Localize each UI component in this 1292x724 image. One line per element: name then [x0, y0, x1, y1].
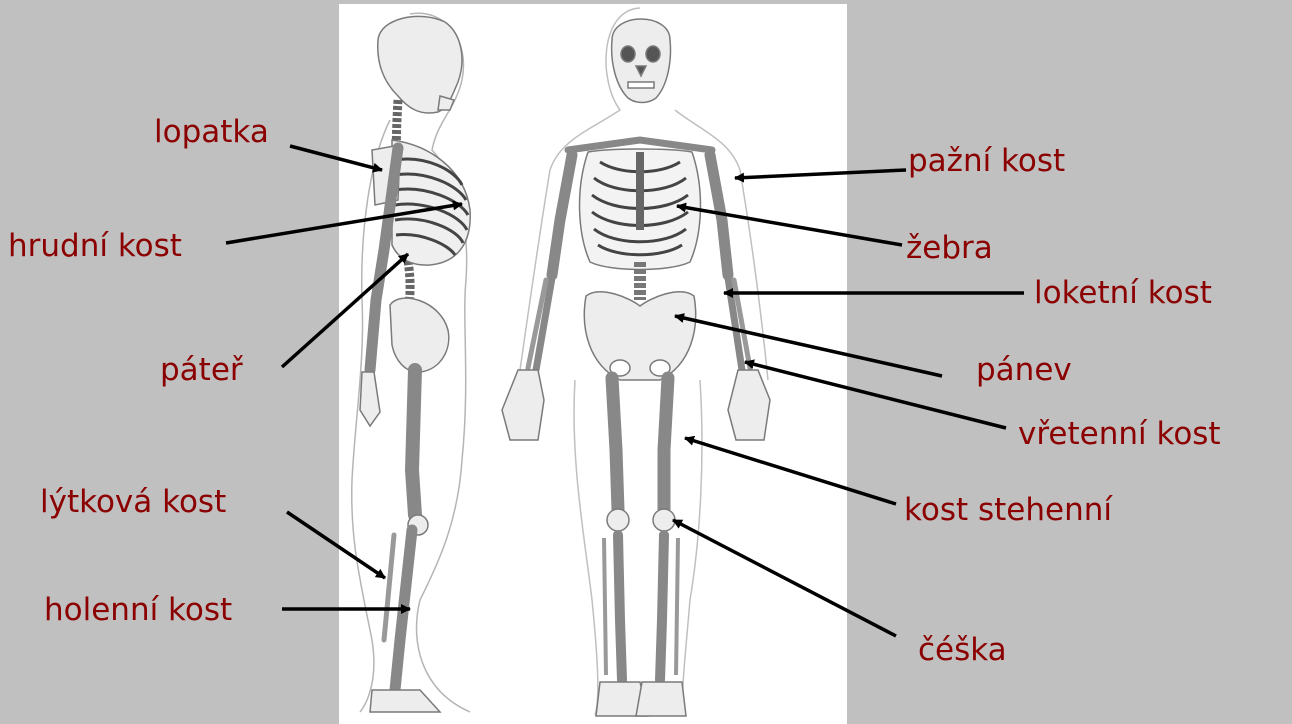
label-pater: páteř [160, 352, 243, 388]
label-panev: pánev [976, 352, 1072, 388]
skeleton-front-view [502, 8, 770, 716]
label-lytkova-kost: lýtková kost [40, 484, 226, 520]
label-vretenni-kost: vřetenní kost [1018, 416, 1221, 452]
arrow-kost-stehenni [685, 438, 896, 504]
arrow-ceska [673, 520, 896, 636]
arrow-lopatka [290, 146, 382, 170]
arrow-panev [675, 316, 942, 376]
label-kost-stehenni: kost stehenní [904, 492, 1112, 528]
skeleton-side-view [352, 13, 470, 712]
arrow-pater [282, 254, 408, 367]
label-holenni-kost: holenní kost [44, 592, 232, 628]
label-hrudni-kost: hrudní kost [8, 228, 182, 264]
arrow-pazni-kost [735, 170, 906, 178]
label-ceska: čéška [918, 632, 1007, 668]
label-loketni-kost: loketní kost [1034, 275, 1212, 311]
arrow-lytkova-kost [287, 512, 385, 578]
arrow-vretenni-kost [745, 362, 1006, 428]
label-pazni-kost: pažní kost [908, 143, 1065, 179]
label-zebra: žebra [906, 230, 993, 266]
label-lopatka: lopatka [154, 114, 269, 150]
arrow-zebra [677, 206, 902, 245]
